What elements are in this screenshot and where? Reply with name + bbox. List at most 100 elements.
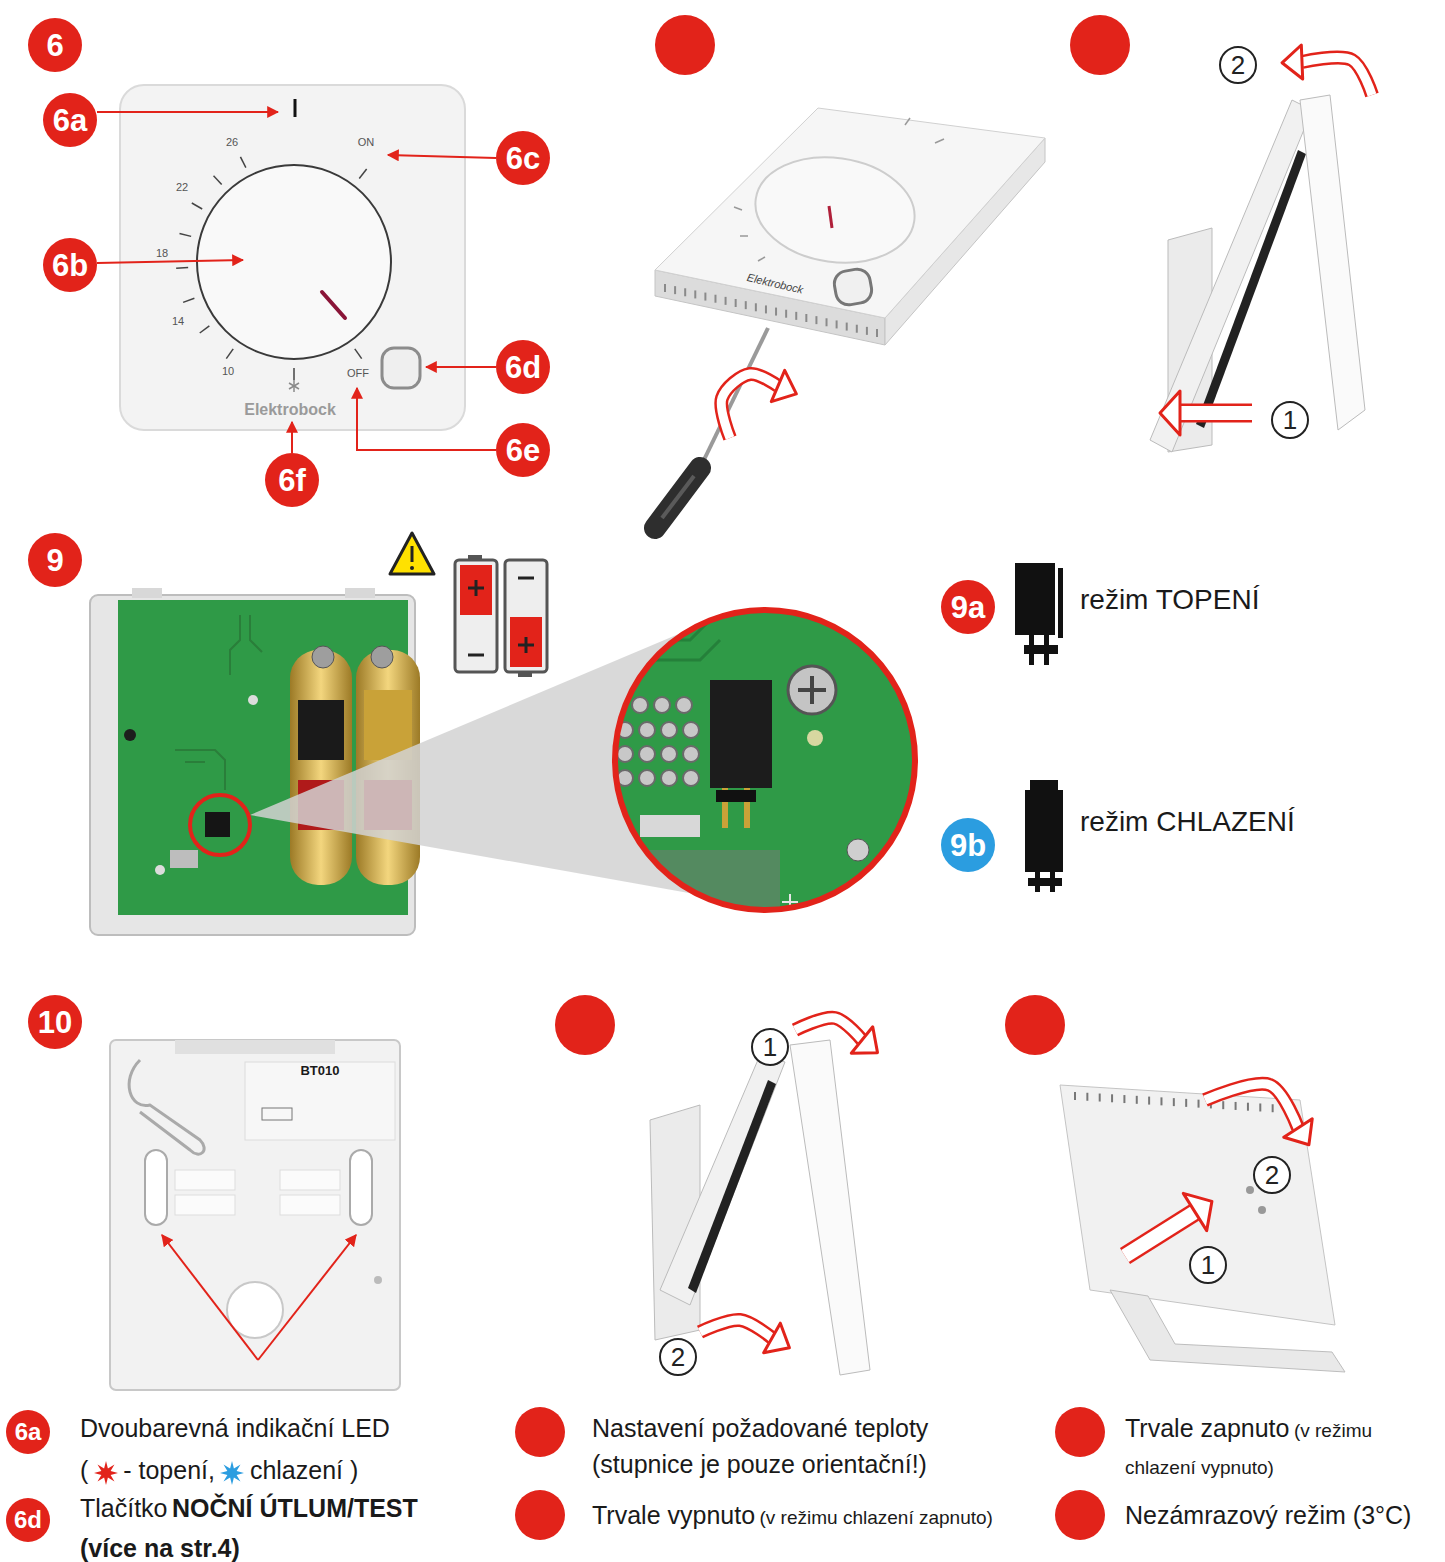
callout-text: 10 bbox=[38, 1007, 72, 1038]
legend-text: - topení, bbox=[123, 1456, 215, 1484]
scale-number: 18 bbox=[156, 247, 168, 260]
solder-pad bbox=[661, 746, 677, 762]
leader-line bbox=[426, 366, 496, 368]
zoom-detail bbox=[847, 884, 869, 906]
legend-text: Tlačítko bbox=[80, 1494, 168, 1522]
opened-case bbox=[312, 646, 334, 668]
thermostat-face bbox=[120, 85, 465, 430]
callout-text: 9 bbox=[46, 545, 63, 576]
leader-line bbox=[162, 1235, 356, 1360]
motion-arrow bbox=[700, 1320, 772, 1338]
back-plate bbox=[129, 1060, 204, 1154]
vent-slot bbox=[674, 286, 676, 294]
screwdriver bbox=[700, 328, 768, 468]
scale-tick bbox=[293, 368, 295, 380]
callout-text: 2 bbox=[1231, 52, 1245, 78]
vent-slot bbox=[1222, 1101, 1224, 1109]
led-icon bbox=[219, 1460, 245, 1486]
zoom-detail bbox=[807, 730, 823, 746]
jumper-icon bbox=[1015, 563, 1055, 635]
back-plate bbox=[110, 1040, 400, 1390]
vent-slot bbox=[805, 314, 807, 322]
zoom-detail bbox=[617, 620, 869, 910]
thermostat-3d bbox=[935, 139, 944, 143]
scale-mark: OFF bbox=[347, 367, 369, 380]
thermostat-3d bbox=[740, 235, 748, 237]
warning-sign bbox=[411, 546, 414, 562]
motion-arrow bbox=[721, 374, 778, 438]
callout-text: 6a bbox=[15, 1420, 42, 1444]
step-number: 1 bbox=[1271, 401, 1309, 439]
battery-icon bbox=[518, 671, 532, 677]
zoom-detail bbox=[710, 680, 772, 788]
scale-tick bbox=[176, 267, 188, 269]
callout-number: 6f bbox=[265, 453, 319, 507]
led-icon bbox=[93, 1460, 119, 1486]
scale-tick bbox=[192, 203, 202, 209]
legend-text: NOČNÍ ÚTLUM/TEST bbox=[172, 1494, 418, 1522]
motion-arrow bbox=[1125, 1212, 1195, 1256]
scale-tick bbox=[214, 176, 222, 185]
battery-icon bbox=[455, 555, 547, 677]
back-plate bbox=[350, 1150, 372, 1225]
stand-view bbox=[1060, 1085, 1345, 1372]
thermostat-3d bbox=[655, 108, 1045, 318]
callout-text: 1 bbox=[1201, 1252, 1215, 1278]
zoom-cone bbox=[190, 795, 250, 855]
opened-case bbox=[298, 700, 344, 760]
solder-pad bbox=[639, 746, 655, 762]
step-number: 2 bbox=[659, 1338, 697, 1376]
callout-number: 6a bbox=[6, 1410, 50, 1454]
scale-tick bbox=[240, 157, 245, 168]
callout-text: 6 bbox=[46, 30, 63, 61]
motion-arrow bbox=[764, 1323, 790, 1353]
battery-icon bbox=[460, 565, 492, 615]
motion-arrow bbox=[1205, 1084, 1298, 1128]
callout-number: 9b bbox=[941, 818, 995, 872]
callout-text: 6d bbox=[505, 352, 541, 383]
legend-text: Trvale vypnuto bbox=[592, 1501, 755, 1529]
opened-case bbox=[90, 588, 420, 935]
battery-icon bbox=[505, 560, 547, 672]
mode-label: režim CHLAZENÍ bbox=[1080, 805, 1295, 839]
motion-arrow bbox=[1282, 45, 1303, 79]
callout-number: 9 bbox=[28, 533, 82, 587]
solder-pad bbox=[683, 770, 699, 786]
side-view bbox=[650, 1040, 870, 1375]
brand-logo: Elektrobock bbox=[244, 400, 336, 419]
callout-text: 6f bbox=[278, 465, 306, 496]
step-number: 2 bbox=[1253, 1156, 1291, 1194]
battery-icon bbox=[468, 654, 484, 657]
vent-slot bbox=[665, 284, 877, 337]
step-dot bbox=[1055, 1490, 1105, 1540]
thermostat-face bbox=[382, 348, 420, 388]
vent-slot bbox=[836, 320, 838, 328]
vent-slot bbox=[1173, 1098, 1175, 1106]
back-plate bbox=[374, 1276, 382, 1284]
callout-number: 6e bbox=[496, 423, 550, 477]
legend-line: Trvale zapnuto (v režimu chlazení vypnut… bbox=[1125, 1410, 1435, 1487]
vent-slot bbox=[826, 318, 828, 326]
leader-line bbox=[357, 388, 496, 450]
led-icon bbox=[220, 1461, 244, 1485]
opened-case bbox=[175, 750, 225, 790]
callout-number: 6c bbox=[496, 131, 550, 185]
solder-pad bbox=[639, 770, 655, 786]
vent-slot bbox=[866, 327, 868, 335]
vent-slot bbox=[664, 284, 666, 292]
back-plate bbox=[175, 1040, 335, 1054]
opened-case bbox=[132, 588, 162, 598]
opened-case bbox=[290, 650, 352, 885]
legend-line: Tlačítko NOČNÍ ÚTLUM/TEST(více na str.4) bbox=[80, 1490, 550, 1562]
step-dot bbox=[1070, 15, 1130, 75]
legend-text: Nastavení požadované teploty (stupnice j… bbox=[592, 1410, 992, 1483]
thermostat-3d bbox=[905, 118, 910, 125]
brand-logo: Elektrobock bbox=[746, 271, 805, 297]
vent-slot bbox=[755, 303, 757, 311]
step-dot bbox=[1055, 1407, 1105, 1457]
callout-text: 6d bbox=[14, 1508, 42, 1532]
vent-slot bbox=[745, 301, 747, 309]
leader-line bbox=[97, 260, 243, 263]
